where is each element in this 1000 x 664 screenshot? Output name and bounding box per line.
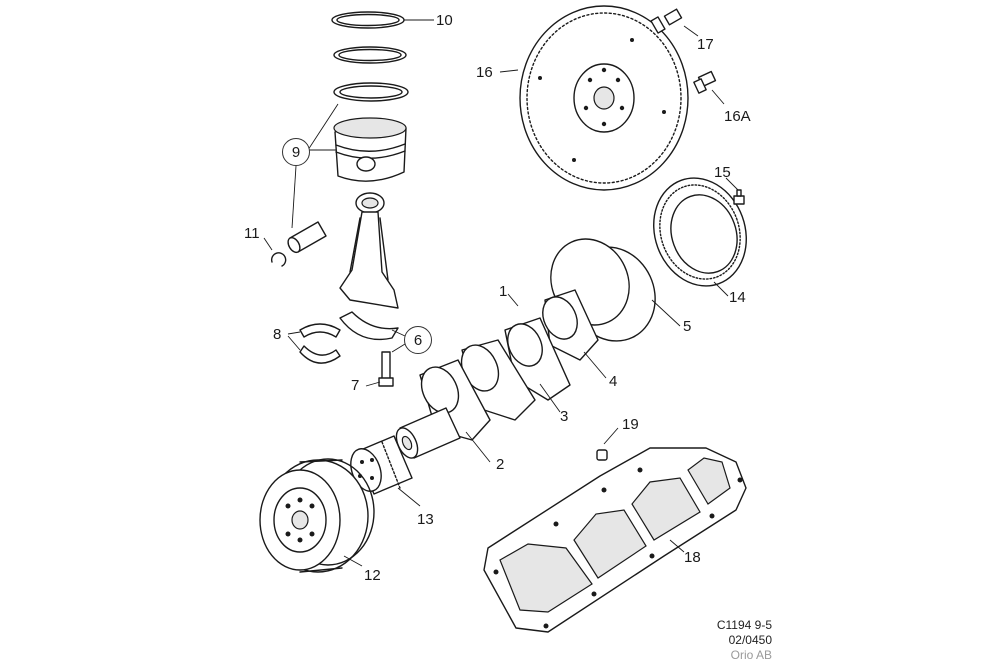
seal-carrier [653, 177, 747, 287]
vibration-damper [259, 458, 375, 573]
callout-3: 3 [560, 408, 569, 425]
callout-18: 18 [684, 549, 701, 566]
callout-9: 9 [282, 138, 310, 166]
callout-16: 16 [476, 64, 493, 81]
dowel-19 [596, 449, 608, 461]
flywheel-bolt [650, 8, 683, 34]
callout-4: 4 [609, 373, 618, 390]
connecting-rod [339, 192, 399, 309]
callout-16a: 16A [724, 108, 751, 125]
circlip [270, 252, 287, 267]
callout-1: 1 [499, 283, 508, 300]
drawing-date-code: 02/0450 [728, 633, 772, 647]
callout-5: 5 [683, 318, 692, 335]
callout-19: 19 [622, 416, 639, 433]
callout-2: 2 [496, 456, 505, 473]
bearing-frame [483, 447, 747, 633]
rod-bolt [378, 351, 394, 387]
crank-gear [350, 435, 413, 495]
callout-17: 17 [697, 36, 714, 53]
bearing-shells [299, 323, 341, 364]
piston-pin [287, 221, 327, 254]
crankshaft [395, 238, 656, 459]
callout-11: 11 [244, 225, 260, 242]
callout-15: 15 [714, 164, 731, 181]
piston-rings [331, 11, 409, 102]
callout-14: 14 [729, 289, 746, 306]
rod-cap [339, 311, 399, 341]
publisher-credit: Orio AB [730, 648, 772, 662]
flywheel [519, 5, 689, 191]
callout-7: 7 [351, 377, 360, 394]
callout-8: 8 [273, 326, 282, 343]
callout-13: 13 [417, 511, 434, 528]
callout-12: 12 [364, 567, 381, 584]
piston [333, 117, 407, 182]
callout-6: 6 [404, 326, 432, 354]
screw-15 [733, 189, 745, 205]
callout-10: 10 [436, 12, 453, 29]
flywheel-bolt-16a [693, 70, 717, 94]
drawing-number: C1194 9-5 [716, 618, 772, 632]
